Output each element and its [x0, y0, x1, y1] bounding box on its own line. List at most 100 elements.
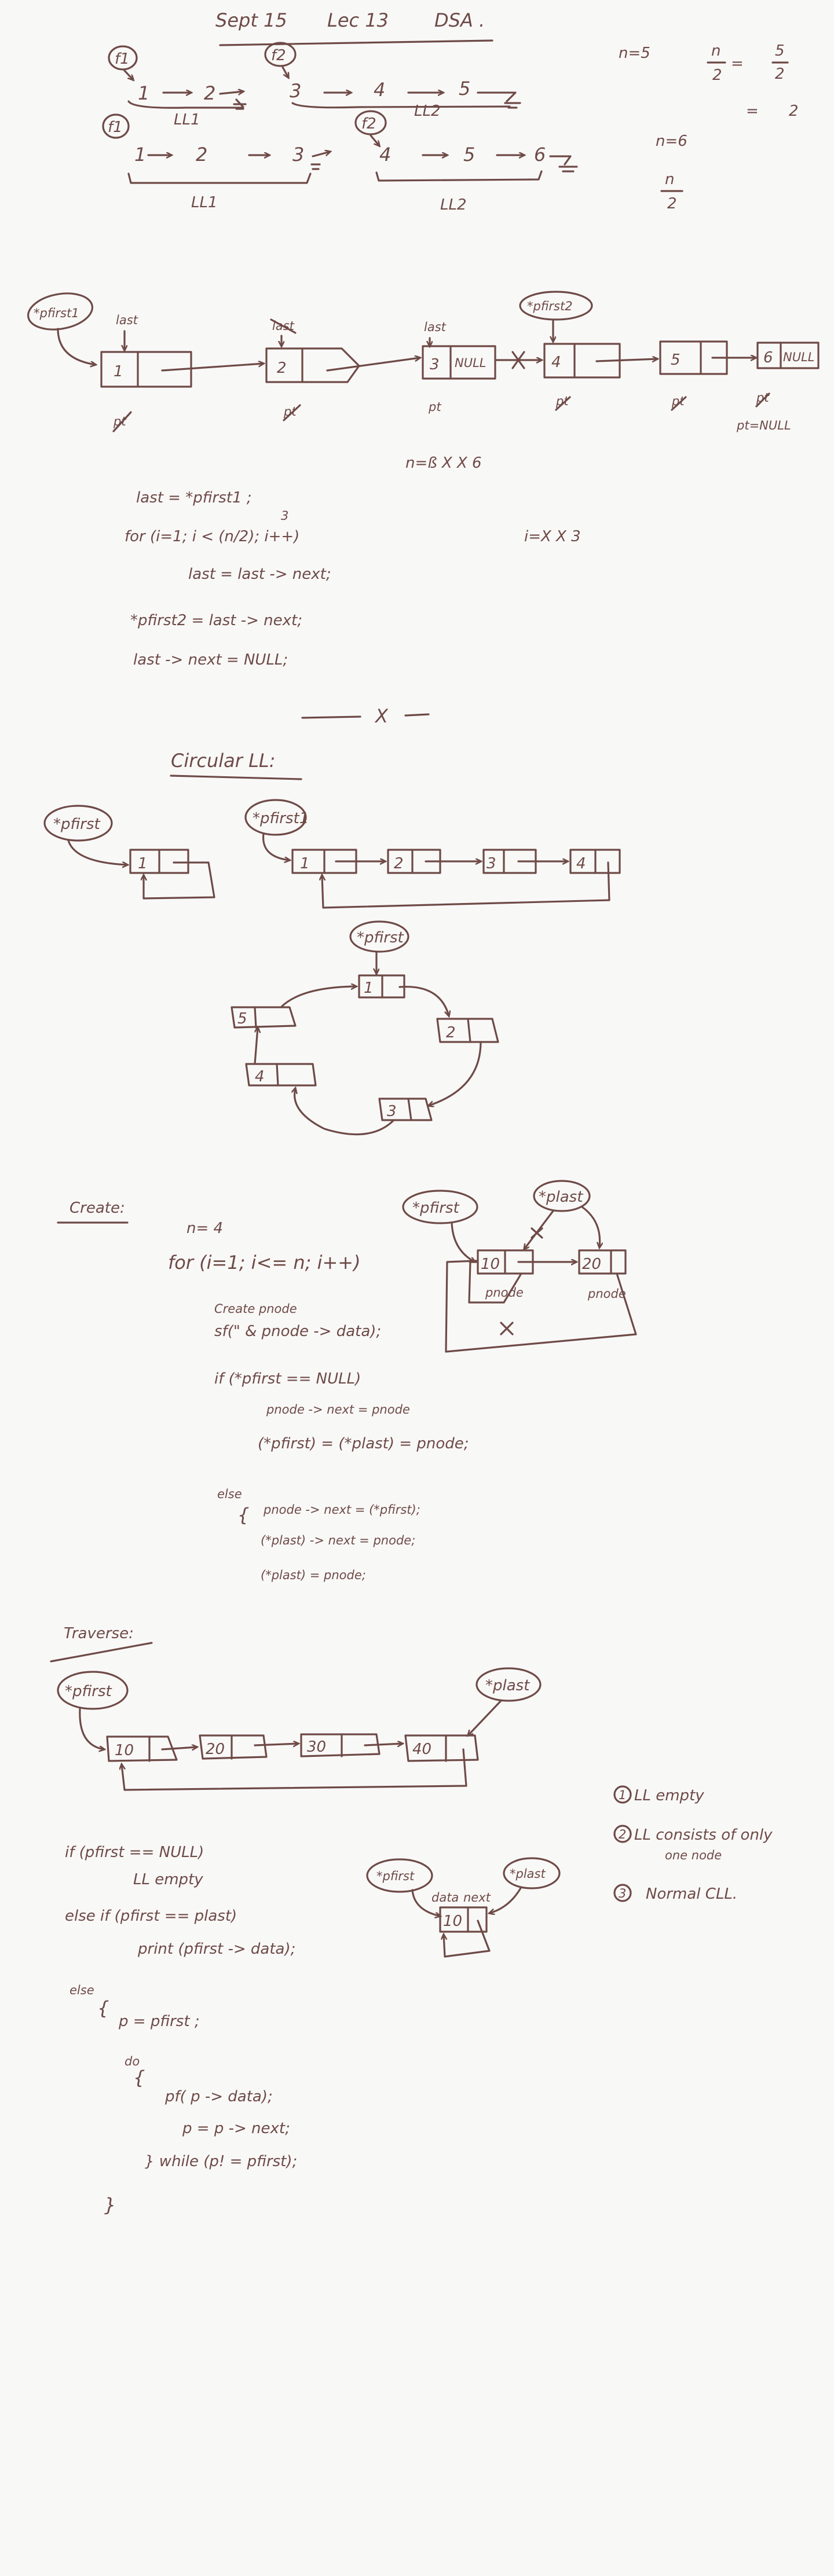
ll2-brace [291, 102, 511, 109]
case-2-num: 2 [619, 1828, 626, 1841]
create-pnode-2: pnode [587, 1287, 626, 1301]
node-4-value: 4 [551, 354, 561, 371]
row1-ground1 [233, 98, 247, 110]
code-line-4: *pfirst2 = last -> next; [130, 612, 302, 629]
t-n40: 40 [412, 1741, 431, 1758]
t-code-4: print (pfirst -> data); [137, 1940, 295, 1958]
create-c8: (*plast) -> next = pnode; [261, 1533, 415, 1547]
c-pfirst-label: *pfirst [53, 816, 101, 833]
create-c2: sf(" & pnode -> data); [214, 1323, 381, 1340]
create-c7: pnode -> next = (*pfirst); [263, 1503, 420, 1517]
ll1b-label: LL1 [191, 194, 218, 211]
c-ring-5: 5 [237, 1010, 247, 1028]
code-line-2: for (i=1; i < (n/2); i++) [125, 528, 299, 545]
c-ring-4: 4 [255, 1068, 265, 1085]
pfirst1-arrow [57, 328, 96, 365]
create-loop: for (i=1; i<= n; i++) [168, 1252, 361, 1274]
case-2b: one node [665, 1848, 722, 1862]
t-code-3: else if (pfirst == plast) [65, 1907, 237, 1925]
c-single-value: 1 [138, 855, 148, 872]
create-pfirst: *pfirst [412, 1199, 460, 1217]
t-pfirst: *pfirst [65, 1683, 112, 1700]
header-date: Sept 15 [215, 9, 287, 31]
create-plast-bubble [533, 1180, 591, 1212]
create-c1: Create pnode [214, 1302, 297, 1316]
c-pfirst1-label: *pfirst1 [253, 810, 309, 827]
s-node [439, 1906, 488, 1933]
c-ring-3: 3 [387, 1103, 397, 1120]
row2-ground1 [310, 163, 321, 170]
create-n10: 10 [481, 1256, 500, 1273]
c-ring-div-3 [407, 1098, 412, 1121]
c-ring-pfirst-bubble [349, 920, 409, 953]
t-node-40 [404, 1734, 479, 1762]
row1-n1: 1 [138, 82, 149, 104]
create-c4: pnode -> next = pnode [266, 1403, 410, 1417]
f2-arrow [281, 66, 288, 78]
pt-5-strike [671, 396, 687, 411]
side-notes: n=5 n 2 = 5 2 = 2 n=6 n 2 [619, 42, 799, 212]
pt-5: pt [671, 394, 685, 408]
t-node-20 [199, 1734, 268, 1760]
ll1b-brace [127, 173, 312, 184]
t-plast: *plast [485, 1677, 530, 1694]
c-chain-3: 3 [487, 855, 496, 872]
node-5-value: 5 [671, 351, 681, 369]
c-chain-1: 1 [300, 855, 310, 872]
c-chain-back [322, 861, 610, 909]
t-plast-arrow [468, 1700, 502, 1735]
t-brace-1: { [97, 1997, 109, 2019]
case-3: Normal CLL. [646, 1885, 737, 1903]
create-section: Create: n= 4 for (i=1; i<= n; i++) Creat… [57, 1180, 637, 1582]
c-single-loop [144, 861, 215, 900]
row1-n2: 2 [204, 82, 215, 104]
t-link-3 [364, 1744, 403, 1745]
case-1-circle [613, 1785, 632, 1804]
t-code-1: if (pfirst == NULL) [65, 1844, 204, 1861]
create-c3: if (*pfirst == NULL) [214, 1370, 361, 1388]
row2-arrow3 [312, 152, 330, 157]
t-link-2 [254, 1744, 298, 1745]
create-c9: (*plast) = pnode; [261, 1568, 366, 1582]
create-plast-arrow2 [581, 1206, 600, 1247]
c-ring-link-5 [280, 986, 356, 1008]
n-notes: n=ß X X 6 [405, 454, 482, 472]
pt-4-strike [555, 396, 571, 411]
create-n20: 20 [582, 1256, 601, 1273]
node-6-value: 6 [763, 349, 773, 366]
pfirst1-label: *pfirst1 [34, 306, 79, 320]
s-data: data [431, 1891, 459, 1905]
c-ring-node-4 [245, 1063, 317, 1087]
s-pfirst-arrow [411, 1889, 440, 1916]
f2b-label: f2 [361, 115, 376, 133]
header-subject: DSA . [434, 9, 485, 31]
f1b-label: f1 [108, 119, 123, 136]
t-code-8: pf( p -> data); [164, 2088, 273, 2105]
c-ring-node-3 [378, 1098, 433, 1121]
pt-null: pt=NULL [736, 419, 791, 432]
f2b-circle [354, 110, 387, 135]
create-pfirst-arrow [451, 1221, 475, 1262]
t-n20: 20 [206, 1741, 225, 1758]
last-strike-2 [270, 318, 297, 334]
c-chain-4: 4 [576, 855, 586, 872]
c-pfirst1-arrow [262, 832, 290, 860]
c-ring-node-5 [231, 1006, 297, 1029]
t-n30: 30 [307, 1738, 326, 1756]
eq2: = [746, 102, 759, 120]
row2-ground2 [558, 166, 578, 173]
c-pfirst1-bubble [244, 799, 307, 836]
pt-4: pt [555, 394, 569, 408]
code-sub3: 3 [281, 509, 288, 523]
row1-arrow2 [219, 91, 243, 94]
case-1-num: 1 [619, 1788, 626, 1802]
frac-num: n [711, 42, 720, 60]
create-title: Create: [70, 1199, 125, 1217]
pt-6-strike [755, 392, 770, 408]
node-6-null: NULL [783, 350, 814, 364]
pt-1-strike [112, 411, 132, 432]
pt-2-strike [283, 404, 301, 421]
ll1-label: LL1 [174, 111, 200, 129]
n5-note: n=5 [619, 45, 650, 62]
create-plast: *plast [539, 1188, 583, 1206]
